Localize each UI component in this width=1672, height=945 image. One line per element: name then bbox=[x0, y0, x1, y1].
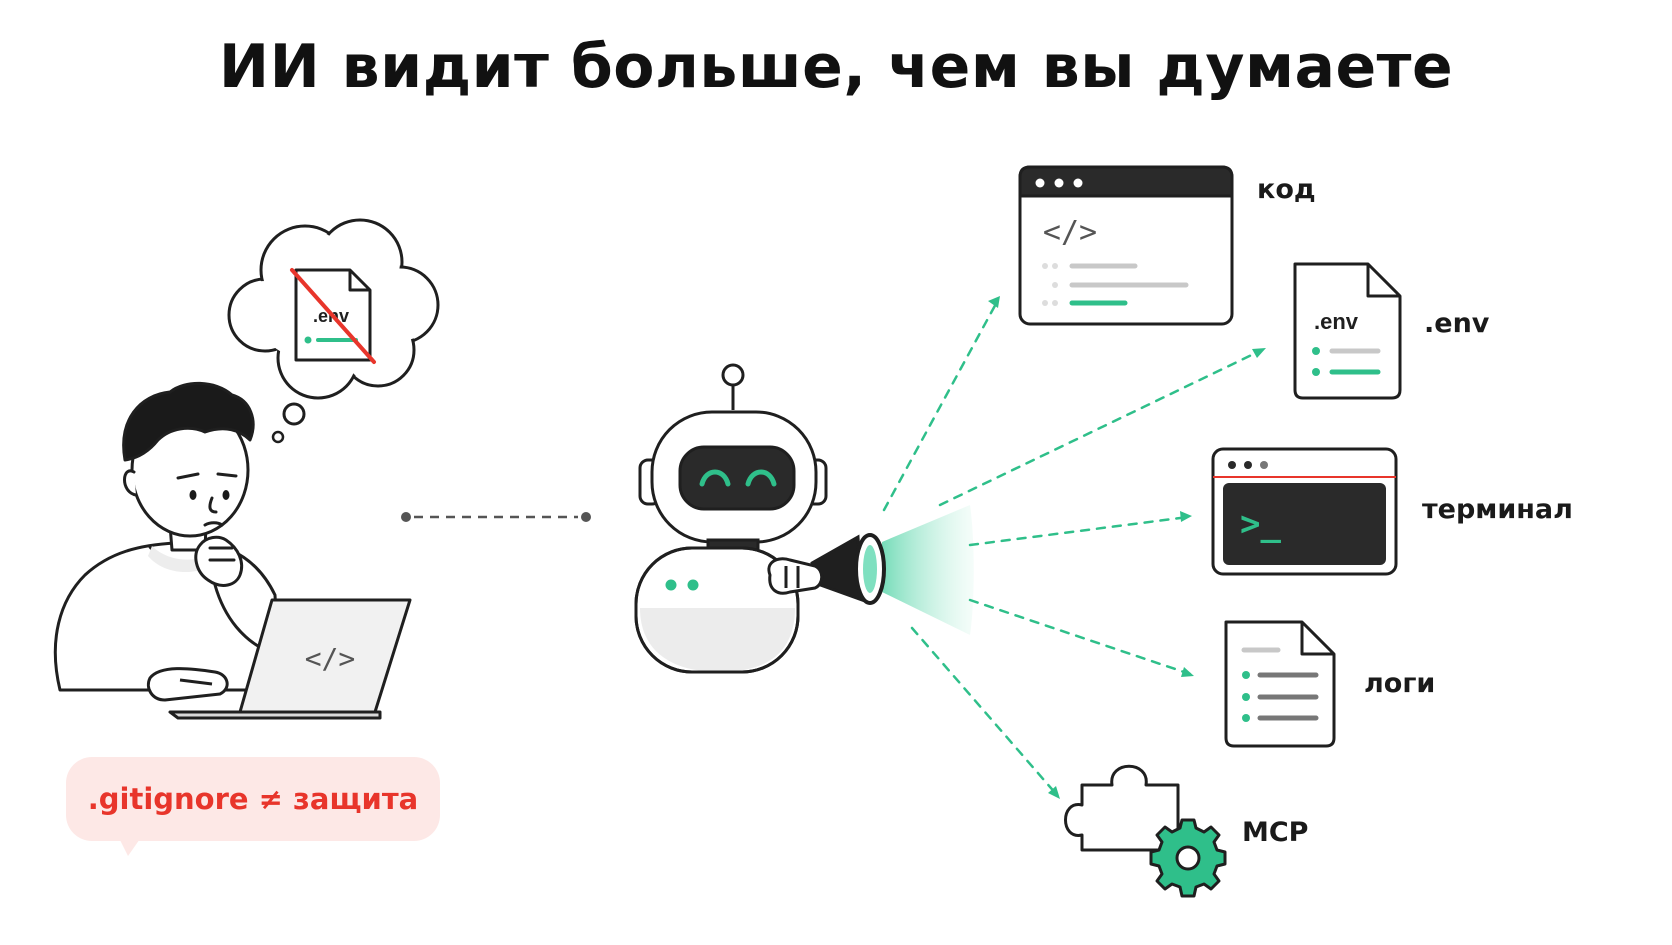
puzzle-gear-icon bbox=[1064, 764, 1227, 898]
ray-terminal bbox=[968, 515, 1190, 547]
source-label-code: код bbox=[1257, 174, 1316, 205]
warning-bubble-tail bbox=[118, 836, 142, 856]
ray-logs bbox=[968, 598, 1192, 676]
cross-out-line bbox=[290, 268, 376, 364]
thought-cloud: .env bbox=[227, 218, 440, 444]
env-file-inner-label: .env bbox=[1314, 309, 1359, 334]
ray-arrowheads bbox=[988, 296, 1266, 799]
code-window-icon: </> bbox=[1018, 165, 1234, 326]
source-label-logs: логи bbox=[1364, 668, 1436, 699]
ray-env bbox=[938, 348, 1264, 507]
log-file-icon bbox=[1224, 620, 1336, 748]
code-window-symbol: </> bbox=[1043, 215, 1097, 250]
rays bbox=[882, 298, 1264, 797]
ray-mcp bbox=[910, 626, 1059, 797]
source-label-env: .env bbox=[1424, 308, 1490, 339]
terminal-prompt: >_ bbox=[1240, 504, 1281, 544]
warning-text: .gitignore ≠ защита bbox=[87, 782, 419, 816]
env-file-icon: .env bbox=[1293, 262, 1402, 400]
terminal-window-icon: >_ bbox=[1211, 447, 1398, 576]
developer-person bbox=[53, 381, 282, 692]
page-title: ИИ видит больше, чем вы думаете bbox=[218, 32, 1454, 102]
thought-dot-large bbox=[282, 402, 306, 426]
source-label-terminal: терминал bbox=[1422, 494, 1573, 525]
forbidden-env-file-icon: .env bbox=[290, 268, 376, 364]
laptop: </> bbox=[146, 598, 412, 720]
laptop-code-symbol: </> bbox=[305, 642, 356, 675]
ray-code bbox=[882, 298, 1000, 512]
source-label-mcp: MCP bbox=[1242, 817, 1309, 848]
robot bbox=[634, 363, 886, 674]
light-beam bbox=[882, 505, 974, 635]
thought-dot-small bbox=[271, 430, 285, 444]
flashlight-icon bbox=[810, 533, 886, 605]
connector-line bbox=[401, 512, 591, 522]
warning-bubble: .gitignore ≠ защита bbox=[66, 757, 440, 841]
